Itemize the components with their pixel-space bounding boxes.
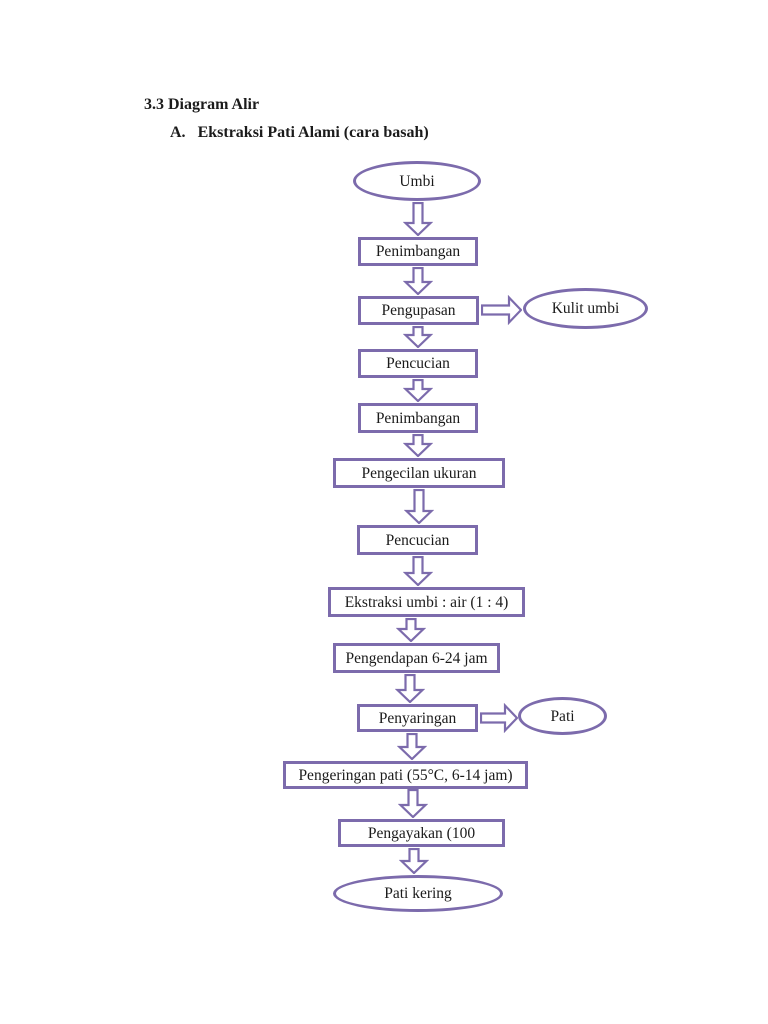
flow-node-label: Pati <box>550 707 575 725</box>
flow-arrow-down-ekstraksi-to-pengendapan <box>396 618 426 642</box>
flow-node-penimbangan-2: Penimbangan <box>358 403 478 433</box>
flow-node-label: Pati kering <box>384 885 452 903</box>
flow-node-label: Pencucian <box>385 531 450 549</box>
flow-arrow-down-pengeringan-to-pengayakan <box>398 789 428 818</box>
diagram-title: Ekstraksi Pati Alami (cara basah) <box>197 124 429 141</box>
flow-node-label: Penimbangan <box>375 409 461 427</box>
flow-node-pati-kering: Pati kering <box>333 875 503 912</box>
flow-node-label: Pencucian <box>386 355 450 373</box>
flow-arrow-right-penyaringan-to-pati <box>480 703 518 733</box>
flow-node-label: Kulit umbi <box>551 300 620 318</box>
flow-node-pengecilan-ukuran: Pengecilan ukuran <box>333 458 505 488</box>
list-letter: A. <box>170 124 186 141</box>
flow-node-label: Pengecilan ukuran <box>361 464 477 482</box>
diagram-subheading: A. Ekstraksi Pati Alami (cara basah) <box>170 124 429 142</box>
flow-arrow-down-pengayakan-to-pati-kering <box>399 848 429 874</box>
flow-node-pencucian-1: Pencucian <box>358 349 478 378</box>
flow-node-penimbangan-1: Penimbangan <box>358 237 478 266</box>
flow-arrow-down-pengecilan-to-pencucian2 <box>404 489 434 524</box>
flow-arrow-down-pengupasan-to-pencucian1 <box>403 326 433 348</box>
flow-arrow-down-penimbangan2-to-pengecilan <box>403 434 433 457</box>
flow-node-umbi: Umbi <box>353 161 481 201</box>
flow-node-kulit-umbi: Kulit umbi <box>523 288 648 329</box>
flow-node-label: Penyaringan <box>378 709 457 727</box>
flow-node-label: Ekstraksi umbi : air (1 : 4) <box>344 593 509 611</box>
flow-node-pengendapan: Pengendapan 6-24 jam <box>333 643 500 673</box>
flow-arrow-down-penyaringan-to-pengeringan <box>397 733 427 760</box>
flow-node-label: Pengendapan 6-24 jam <box>345 649 488 667</box>
flow-node-label: Pengayakan (100 <box>367 824 476 842</box>
flow-node-label: Penimbangan <box>375 243 461 261</box>
section-heading: 3.3 Diagram Alir <box>144 96 260 113</box>
flow-node-pencucian-2: Pencucian <box>357 525 478 555</box>
flow-arrow-down-penimbangan1-to-pengupasan <box>403 267 433 295</box>
flow-node-label: Umbi <box>399 172 435 190</box>
flow-arrow-right-pengupasan-to-kulit-umbi <box>481 295 522 325</box>
flow-node-label: Pengupasan <box>381 302 456 320</box>
flow-node-pengayakan: Pengayakan (100 <box>338 819 505 847</box>
flow-node-pati: Pati <box>518 697 607 735</box>
flow-node-label: Pengeringan pati (55°C, 6-14 jam) <box>298 766 513 784</box>
flow-node-penyaringan: Penyaringan <box>357 704 478 732</box>
flow-node-pengupasan: Pengupasan <box>358 296 479 325</box>
flow-arrow-down-pengendapan-to-penyaringan <box>395 674 425 703</box>
flow-node-ekstraksi: Ekstraksi umbi : air (1 : 4) <box>328 587 525 617</box>
flow-arrow-down-pencucian2-to-ekstraksi <box>403 556 433 586</box>
flow-arrow-down-umbi-to-penimbangan1 <box>403 202 433 236</box>
flow-node-pengeringan: Pengeringan pati (55°C, 6-14 jam) <box>283 761 528 789</box>
flow-arrow-down-pencucian1-to-penimbangan2 <box>403 379 433 402</box>
